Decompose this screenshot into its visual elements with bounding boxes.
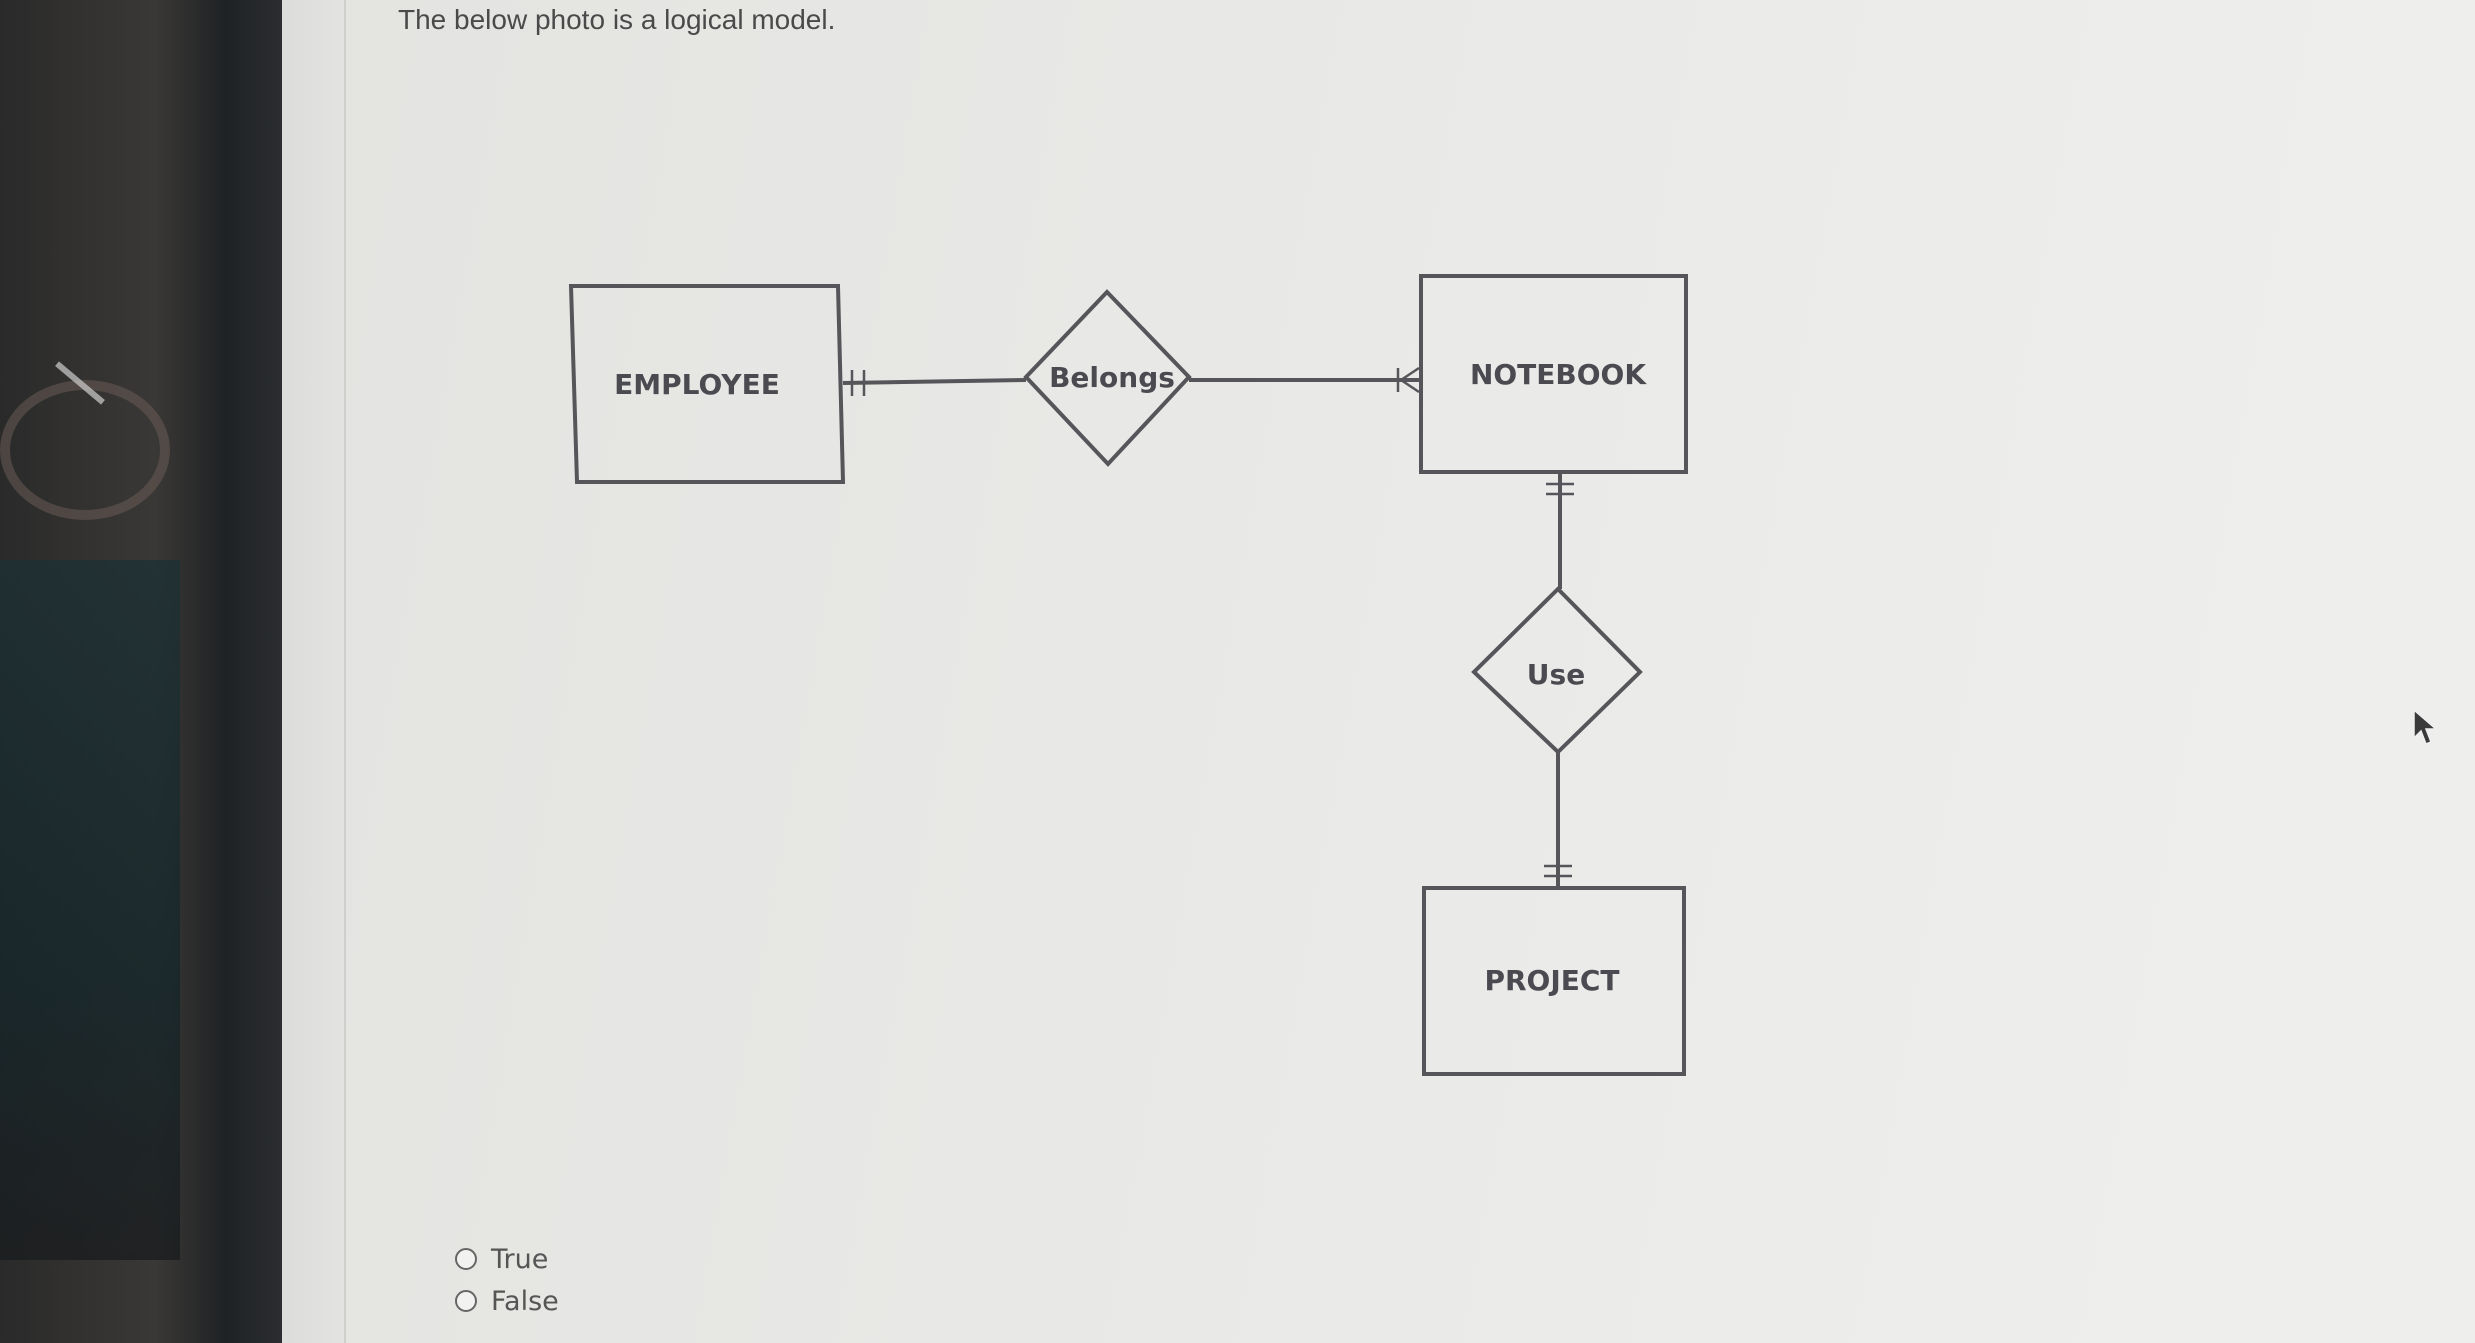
cardinality-employee-one [850, 370, 866, 396]
cardinality-project-one [1544, 864, 1572, 878]
screen-margin [282, 0, 346, 1343]
entity-project-label: PROJECT [1484, 964, 1619, 997]
background-shadow [0, 560, 180, 1260]
entity-employee-box [568, 284, 846, 484]
entity-project-box [1422, 886, 1686, 1076]
cardinality-notebook-one [1546, 482, 1574, 496]
relationship-use-label: Use [1527, 658, 1585, 691]
answer-options: True False [455, 1238, 559, 1322]
relationship-belongs-label: Belongs [1049, 361, 1175, 394]
cardinality-notebook-many [1396, 366, 1420, 394]
radio-true[interactable] [455, 1248, 477, 1270]
relationship-belongs-diamond [1023, 289, 1192, 467]
question-text: The below photo is a logical model. [398, 4, 836, 35]
mouse-pointer-icon [2413, 708, 2439, 745]
entity-notebook-box [1419, 274, 1688, 474]
entity-employee-label: EMPLOYEE [614, 368, 780, 401]
connector-employee-belongs [842, 378, 1027, 385]
monitor-bezel [0, 0, 282, 1343]
option-true-label[interactable]: True [491, 1243, 549, 1275]
option-false-label[interactable]: False [491, 1285, 559, 1317]
option-false[interactable]: False [455, 1280, 559, 1322]
radio-false[interactable] [455, 1290, 477, 1312]
option-true[interactable]: True [455, 1238, 559, 1280]
entity-notebook-label: NOTEBOOK [1470, 358, 1647, 391]
